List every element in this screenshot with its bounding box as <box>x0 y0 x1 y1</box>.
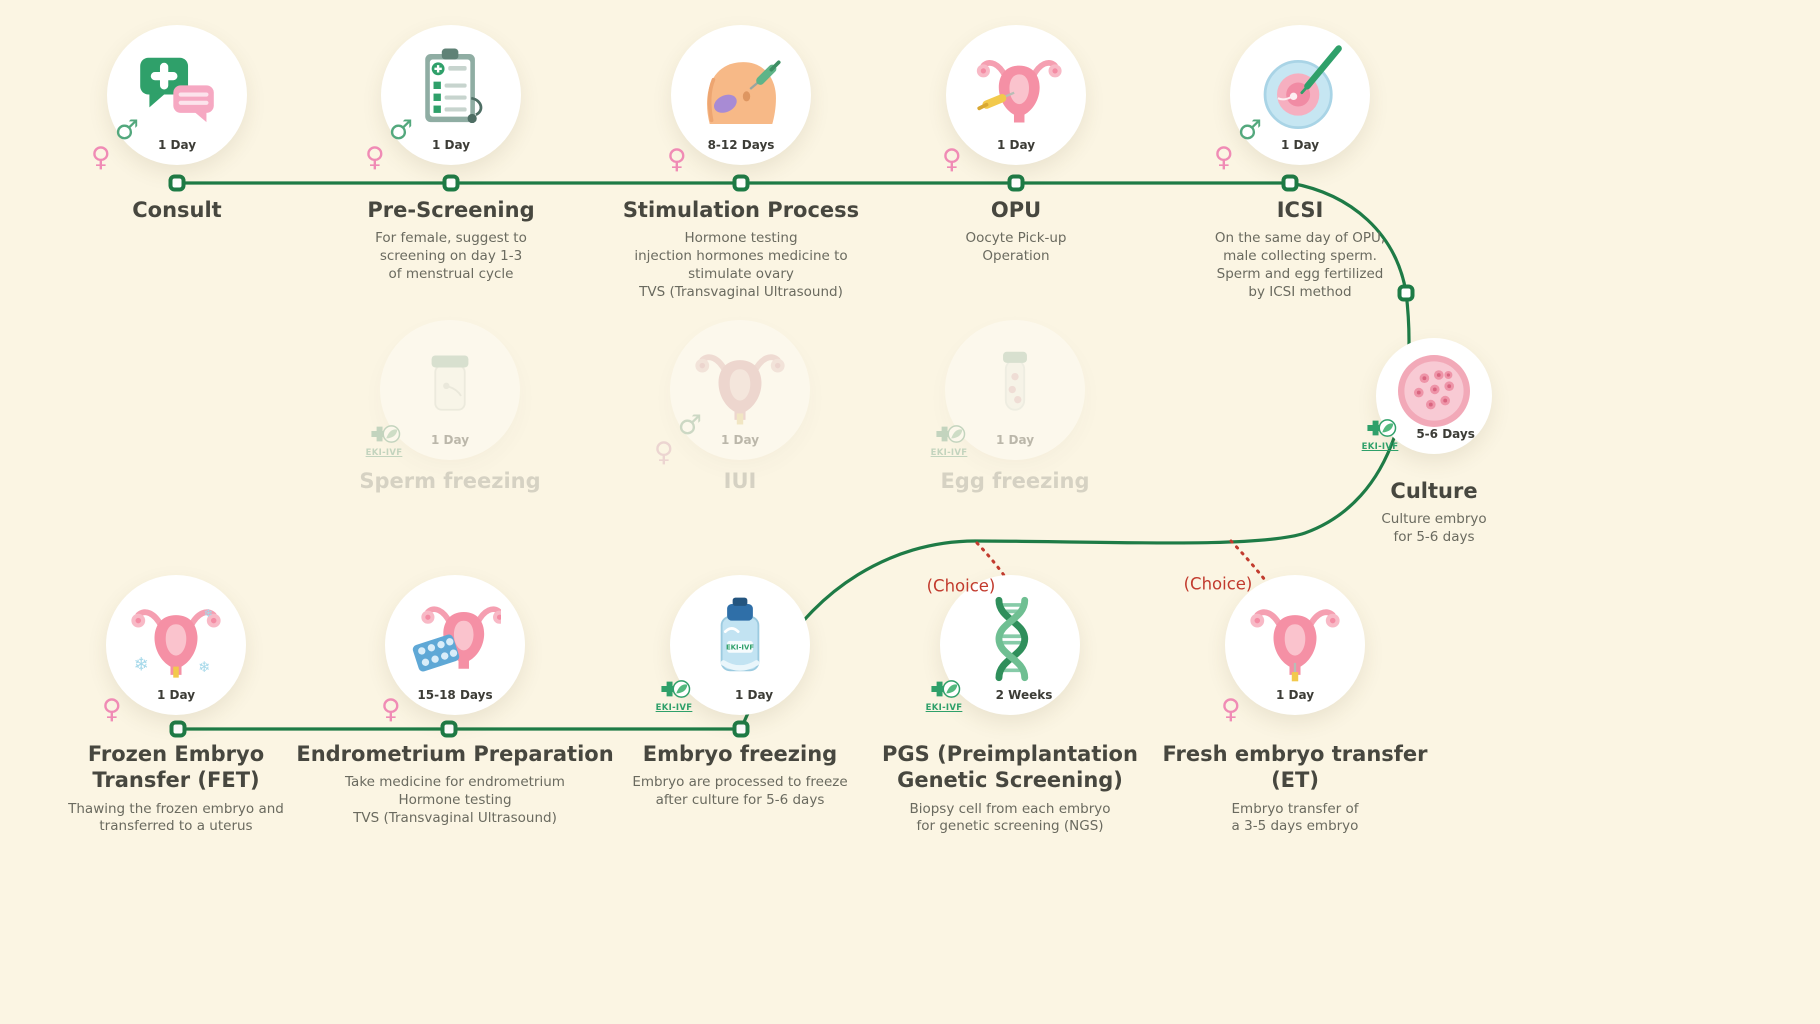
duration-badge: 1 Day <box>720 433 760 447</box>
stage-description: On the same day of OPU, male collecting … <box>1214 230 1386 300</box>
stage-pre-screening: ♂♀ 1 Day Pre-Screening For female, sugge… <box>291 25 611 284</box>
duration-badge: 1 Day <box>157 138 197 152</box>
stage-title: Endrometrium Preparation <box>296 742 614 766</box>
duration-badge: 1 Day <box>1280 138 1320 152</box>
stage-title: PGS (Preimplantation Genetic Screening) <box>882 742 1138 793</box>
stage-title: OPU <box>990 198 1042 222</box>
stage-title: Culture <box>1390 479 1478 503</box>
stage-culture: EKI-IVF 5-6 Days Culture Culture embryo … <box>1274 338 1594 547</box>
uterus-syringe-icon <box>970 43 1062 135</box>
duration-badge: 15-18 Days <box>417 688 493 702</box>
female-icon: ♀ <box>1221 694 1241 725</box>
uterus-transfer-icon <box>1249 593 1341 682</box>
male-female-icon: ♂♀ <box>654 410 702 468</box>
endometrium-icon-circle <box>385 575 525 715</box>
stage-description: Take medicine for endrometrium Hormone t… <box>345 774 565 826</box>
stage-consult: ♂♀ 1 Day Consult <box>17 25 337 223</box>
svg-text:❄: ❄ <box>134 654 149 675</box>
stage-description: Biopsy cell from each embryo for genetic… <box>909 800 1111 835</box>
male-female-icon: ♂♀ <box>1214 115 1262 173</box>
stage-title: Sperm freezing <box>359 469 541 493</box>
sperm-container-icon <box>431 355 469 411</box>
stage-stimulation-process: ♀ 8-12 Days Stimulation Process Hormone … <box>581 25 901 302</box>
stage-title: Embryo freezing <box>642 742 838 766</box>
female-icon: ♀ <box>667 144 687 175</box>
stage-title: ICSI <box>1276 198 1324 222</box>
uterus-medicine-icon <box>412 593 501 685</box>
consult-icon-circle <box>107 25 247 165</box>
belly-injection-icon <box>706 60 781 124</box>
duration-badge: 1 Day <box>995 433 1035 447</box>
duration-badge: 1 Day <box>430 433 470 447</box>
embryo-culture-icon <box>1398 355 1470 427</box>
eki-ivf-logo: EKI-IVF <box>650 676 698 713</box>
duration-badge: 1 Day <box>156 688 196 702</box>
stage-egg-freezing-inactive: EKI-IVF 1 Day Egg freezing <box>855 320 1175 494</box>
stage-opu: ♀ 1 Day OPU Oocyte Pick-up Operation <box>856 25 1176 266</box>
stage-description: Thawing the frozen embryo and transferre… <box>68 800 284 835</box>
stage-description: Oocyte Pick-up Operation <box>965 230 1067 265</box>
stage-frozen-embryo-transfer: ❄ ❄ ❄ ♀ 1 Day Frozen Embryo Transfer (FE… <box>16 575 336 836</box>
duration-badge: 1 Day <box>996 138 1036 152</box>
icsi-icon-circle <box>1230 25 1370 165</box>
stage-description: Embryo transfer of a 3-5 days embryo <box>1231 800 1359 835</box>
dna-helix-icon <box>995 596 1029 682</box>
choice-label-et: (Choice) <box>1183 574 1253 594</box>
egg-tube-icon <box>1003 351 1027 411</box>
stage-icsi: ♂♀ 1 Day ICSI On the same day of OPU, ma… <box>1140 25 1460 302</box>
stage-description: For female, suggest to screening on day … <box>375 230 527 282</box>
duration-badge: 2 Weeks <box>995 688 1053 702</box>
stage-description: Culture embryo for 5-6 days <box>1381 511 1487 546</box>
stage-title: Fresh embryo transfer (ET) <box>1162 742 1428 793</box>
stage-title: IUI <box>723 469 757 493</box>
duration-badge: 5-6 Days <box>1416 427 1475 441</box>
duration-badge: 8-12 Days <box>707 138 775 152</box>
stage-title: Stimulation Process <box>622 198 860 222</box>
svg-text:❄: ❄ <box>198 659 210 676</box>
pre-screening-icon-circle <box>381 25 521 165</box>
fet-icon-circle: ❄ ❄ ❄ <box>106 575 246 715</box>
stage-iui-inactive: ♂♀ 1 Day IUI <box>580 320 900 494</box>
stimulation-icon-circle <box>671 25 811 165</box>
opu-icon-circle <box>946 25 1086 165</box>
stage-title: Egg freezing <box>940 469 1090 493</box>
stage-pgs: EKI-IVF 2 Weeks PGS (Preimplantation Gen… <box>850 575 1170 836</box>
stage-title: Frozen Embryo Transfer (FET) <box>87 742 265 793</box>
cryo-tank-icon: EKI-IVF <box>720 597 760 672</box>
stage-title: Consult <box>132 198 222 222</box>
choice-label-pgs: (Choice) <box>926 576 996 596</box>
iui-uterus-icon <box>694 338 786 425</box>
eki-ivf-logo: EKI-IVF <box>925 421 973 458</box>
stage-endometrium-preparation: ♀ 15-18 Days Endrometrium Preparation Ta… <box>295 575 615 828</box>
stage-sperm-freezing-inactive: EKI-IVF 1 Day Sperm freezing <box>290 320 610 494</box>
stage-fresh-embryo-transfer: ♀ 1 Day Fresh embryo transfer (ET) Embry… <box>1135 575 1455 836</box>
duration-badge: 1 Day <box>734 688 774 702</box>
eki-ivf-logo: EKI-IVF <box>920 676 968 713</box>
eki-ivf-logo: EKI-IVF <box>1356 415 1404 452</box>
male-female-icon: ♂♀ <box>91 115 139 173</box>
svg-text:EKI-IVF: EKI-IVF <box>726 644 754 652</box>
stage-title: Pre-Screening <box>367 198 535 222</box>
svg-text:❄: ❄ <box>204 607 213 620</box>
sperm-freezing-icon-circle <box>380 320 520 460</box>
stage-description: Hormone testing injection hormones medic… <box>634 230 848 300</box>
female-icon: ♀ <box>942 144 962 175</box>
female-icon: ♀ <box>102 694 122 725</box>
eki-ivf-logo: EKI-IVF <box>360 421 408 458</box>
duration-badge: 1 Day <box>431 138 471 152</box>
icsi-fertilization-icon <box>1263 45 1342 130</box>
female-icon: ♀ <box>381 694 401 725</box>
stage-embryo-freezing: EKI-IVF EKI-IVF 1 Day Embryo freezing Em… <box>580 575 900 810</box>
duration-badge: 1 Day <box>1275 688 1315 702</box>
consult-chat-icon <box>140 57 214 123</box>
clipboard-checklist-icon <box>425 48 483 124</box>
male-female-icon: ♂♀ <box>365 115 413 173</box>
uterus-snowflake-icon: ❄ ❄ ❄ <box>130 607 222 685</box>
stage-description: Embryo are processed to freeze after cul… <box>632 774 848 809</box>
